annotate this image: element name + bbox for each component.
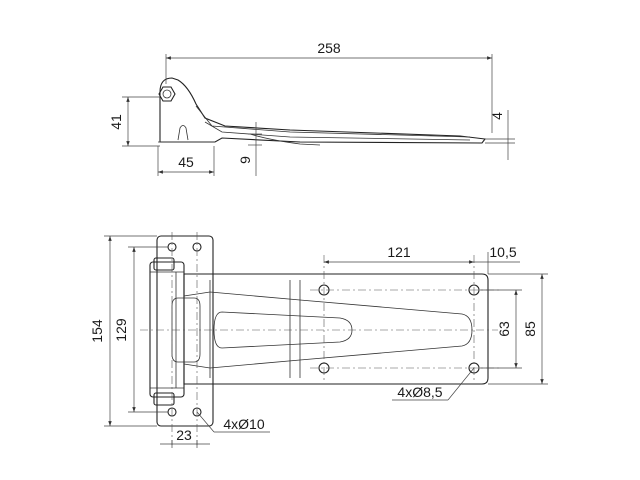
hinge-knuckle [149, 261, 185, 398]
side-hinge-body [159, 77, 487, 144]
side-base-slot [177, 125, 189, 141]
front-view: 154 129 121 10,5 63 85 23 4xØ8,5 [89, 232, 548, 448]
pin-nut-top [153, 257, 175, 271]
side-leaf-lower-line [204, 121, 471, 141]
callout-leaf-holes-leader [447, 367, 475, 401]
dim-154-label: 154 [89, 319, 105, 343]
dim-129-label: 129 [113, 318, 129, 342]
hinge-base-plate [156, 235, 214, 427]
dim-23-label: 23 [176, 427, 192, 443]
dim-63-label: 63 [496, 321, 512, 337]
dim-258-label: 258 [317, 40, 341, 56]
side-nut-bore [162, 89, 172, 99]
dim-9-label: 9 [237, 156, 253, 164]
side-leaf-upper-line [195, 105, 471, 138]
callout-hinge-holes-leader [196, 411, 215, 433]
side-nut [158, 86, 176, 102]
side-view: 258 41 45 9 4 [108, 40, 515, 176]
dim-45-label: 45 [178, 154, 194, 170]
dim-10-5-label: 10,5 [489, 244, 516, 260]
dim-121-label: 121 [387, 244, 411, 260]
pin-nut-bottom [153, 392, 175, 406]
dim-4-label: 4 [489, 112, 505, 120]
side-leaf-curve [249, 133, 321, 146]
hinge-leaf-plate [183, 273, 489, 385]
dim-41-label: 41 [108, 114, 124, 130]
dim-85-label: 85 [522, 321, 538, 337]
callout-leaf-holes-label: 4xØ8,5 [397, 384, 442, 400]
callout-hinge-holes-label: 4xØ10 [223, 416, 264, 432]
leaf-taper-inner [213, 311, 353, 349]
